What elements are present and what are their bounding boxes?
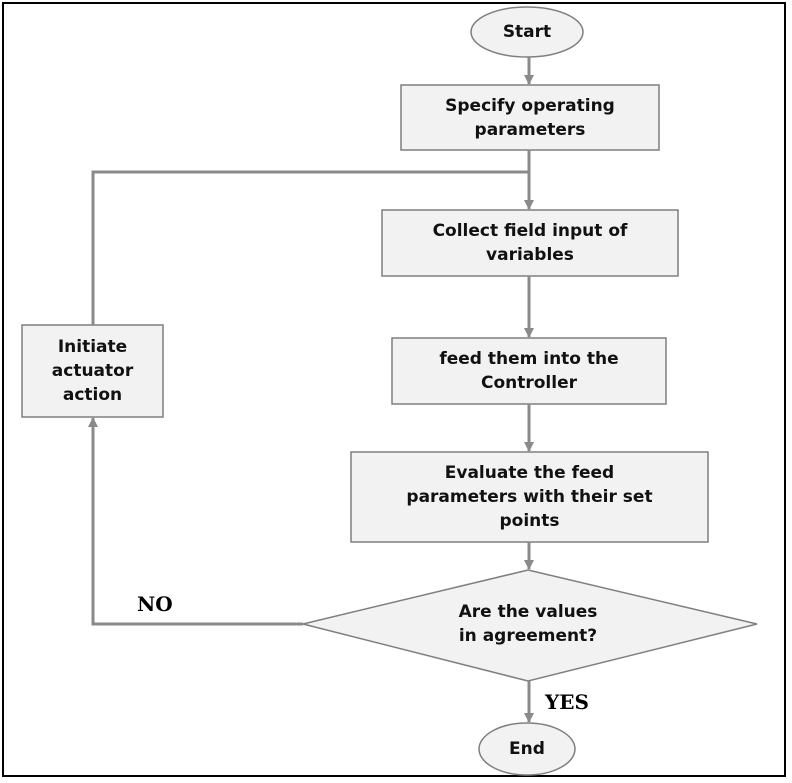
collect-input-label: Collect field input of variables: [432, 221, 628, 265]
feed-controller-label: feed them into the Controller: [439, 349, 619, 393]
branch-yes-label: YES: [545, 690, 589, 714]
evaluate-parameters-label: Evaluate the feed parameters with their …: [406, 463, 653, 531]
connector-no-to-actuator: [88, 417, 303, 626]
end-terminal: [478, 722, 576, 776]
actuator-action-label: Initiate actuator action: [51, 337, 134, 405]
start-label: Start: [502, 22, 552, 42]
decision-label: Are the values in agreement?: [458, 602, 598, 646]
branch-no-label: NO: [137, 592, 173, 616]
specify-parameters-label: Specify operating parameters: [445, 95, 615, 140]
collect-input-box: [381, 209, 679, 277]
start-terminal: [470, 6, 584, 58]
specify-parameters-box: [400, 84, 660, 151]
connector-actuator-loop-back: [91, 170, 529, 325]
end-label: End: [509, 739, 545, 759]
